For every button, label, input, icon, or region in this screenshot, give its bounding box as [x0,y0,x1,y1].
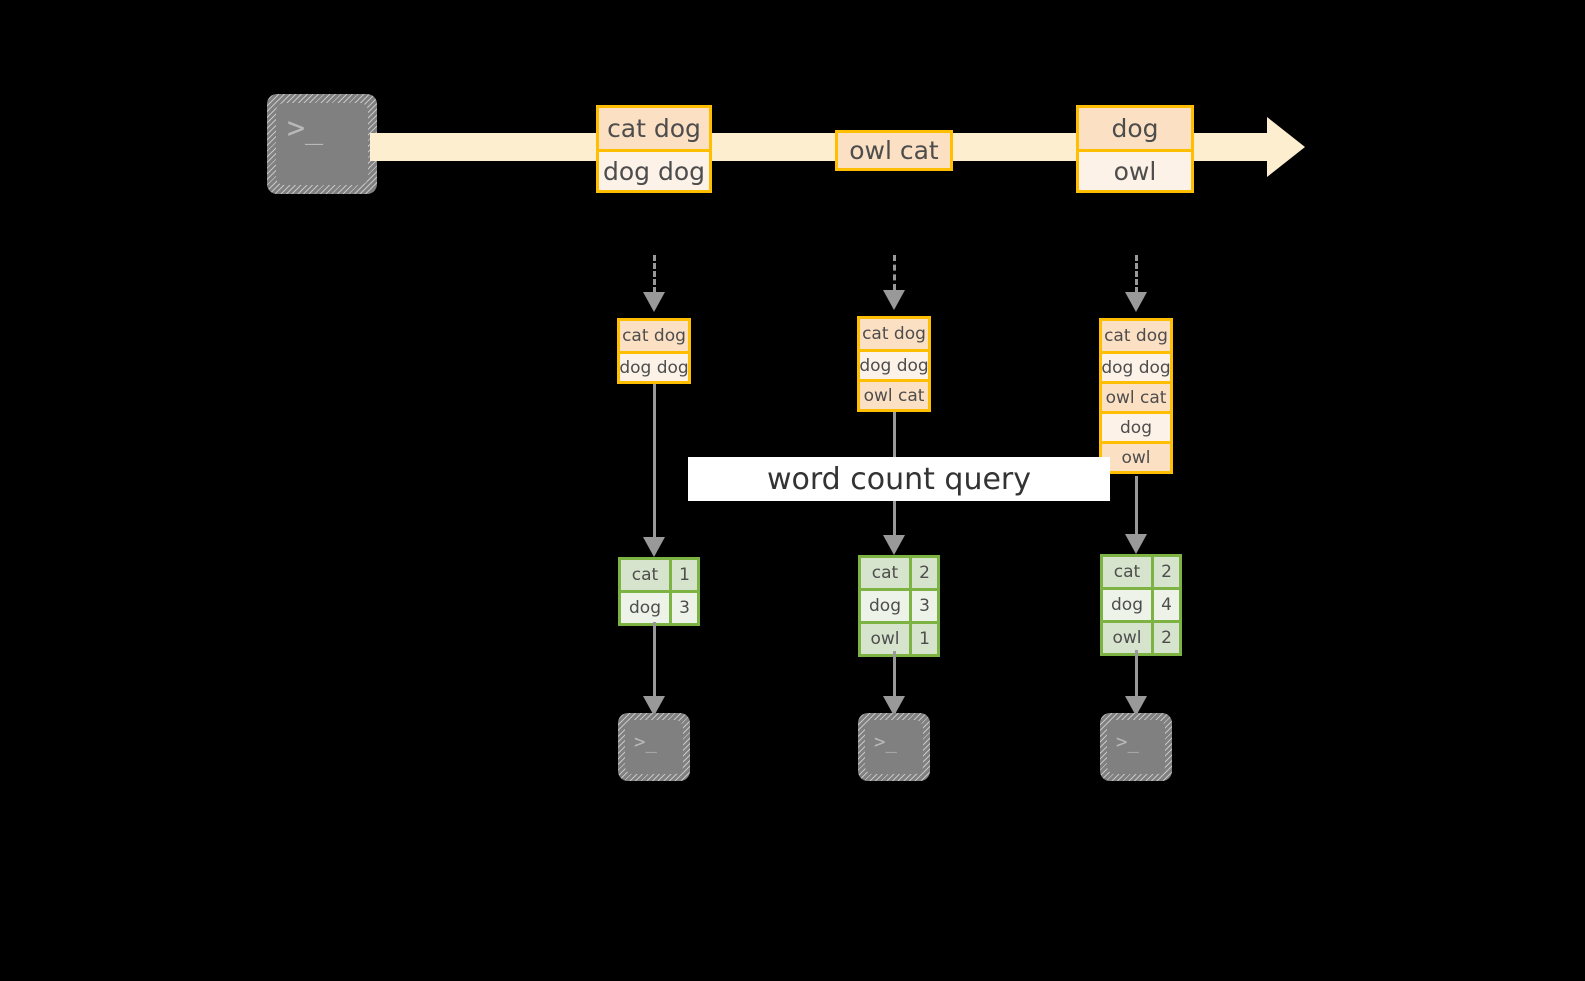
source-terminal-icon: >_ [267,94,377,194]
log-entry: dog [1102,411,1170,441]
word-cell: owl [1103,623,1151,653]
stream-message-line: owl [1079,149,1191,190]
terminal-screen [865,720,923,774]
terminal-prompt-glyph: >_ [287,111,324,146]
stream-tap-arrowhead [643,292,665,312]
event-stream-arrow-head [1267,117,1305,177]
result-output-line [1135,650,1138,714]
word-cell: dog [861,591,909,621]
query-flow-arrowhead [1125,534,1147,554]
accumulated-log-box: cat dog dog dog owl cat dog owl [1099,318,1173,474]
log-entry: owl cat [860,379,928,409]
log-entry: owl [1102,441,1170,471]
table-row: dog 3 [621,590,697,623]
count-cell: 3 [909,591,937,621]
terminal-screen [1107,720,1165,774]
terminal-prompt-glyph: >_ [874,731,897,753]
table-row: cat 2 [861,558,937,588]
result-output-line [653,622,656,700]
count-cell: 1 [669,560,697,590]
word-cell: cat [861,558,909,588]
word-cell: dog [1103,590,1151,620]
table-row: cat 2 [1103,557,1179,587]
table-row: dog 4 [1103,587,1179,620]
word-count-result-table: cat 2 dog 4 owl 2 [1100,554,1182,656]
table-row: cat 1 [621,560,697,590]
count-cell: 4 [1151,590,1179,620]
count-cell: 2 [1151,557,1179,587]
sink-terminal-icon: >_ [618,713,690,781]
result-output-arrowhead [883,696,905,716]
stream-tap-arrowhead [1125,292,1147,312]
table-row: owl 1 [861,621,937,654]
word-cell: cat [1103,557,1151,587]
query-flow-line [653,384,656,541]
log-entry: cat dog [1102,321,1170,351]
accumulated-log-box: cat dog dog dog [617,318,691,384]
stream-tap-dashed-line [653,255,656,293]
query-label: word count query [688,457,1110,501]
log-entry: dog dog [619,351,689,381]
sink-terminal-icon: >_ [1100,713,1172,781]
sink-terminal-icon: >_ [858,713,930,781]
terminal-screen [625,720,683,774]
word-cell: dog [621,593,669,623]
terminal-screen [276,103,368,185]
terminal-prompt-glyph: >_ [1116,731,1139,753]
stream-tap-dashed-line [893,255,896,290]
log-entry: cat dog [860,319,928,349]
count-cell: 2 [1151,623,1179,653]
stream-tap-arrowhead [883,290,905,310]
accumulated-log-box: cat dog dog dog owl cat [857,316,931,412]
query-flow-arrowhead [883,535,905,555]
stream-message-line: cat dog [599,108,709,149]
stream-message-box: cat dog dog dog [596,105,712,193]
word-cell: owl [861,624,909,654]
result-output-arrowhead [1125,696,1147,716]
log-entry: owl cat [1102,381,1170,411]
stream-message-line: dog dog [599,149,709,190]
result-output-line [893,651,896,714]
query-flow-arrowhead [643,537,665,557]
log-entry: dog dog [859,349,929,379]
word-count-result-table: cat 1 dog 3 [618,557,700,626]
stream-message-box: dog owl [1076,105,1194,193]
table-row: owl 2 [1103,620,1179,653]
terminal-prompt-glyph: >_ [634,731,657,753]
word-cell: cat [621,560,669,590]
log-entry: cat dog [620,321,688,351]
count-cell: 3 [669,593,697,623]
stream-message-line: dog [1079,108,1191,149]
count-cell: 1 [909,624,937,654]
stream-message-line: owl cat [838,133,950,168]
result-output-arrowhead [643,696,665,716]
count-cell: 2 [909,558,937,588]
word-count-result-table: cat 2 dog 3 owl 1 [858,555,940,657]
stream-tap-dashed-line [1135,255,1138,293]
log-entry: dog dog [1101,351,1171,381]
table-row: dog 3 [861,588,937,621]
query-flow-line [1135,476,1138,538]
stream-message-box: owl cat [835,130,953,171]
